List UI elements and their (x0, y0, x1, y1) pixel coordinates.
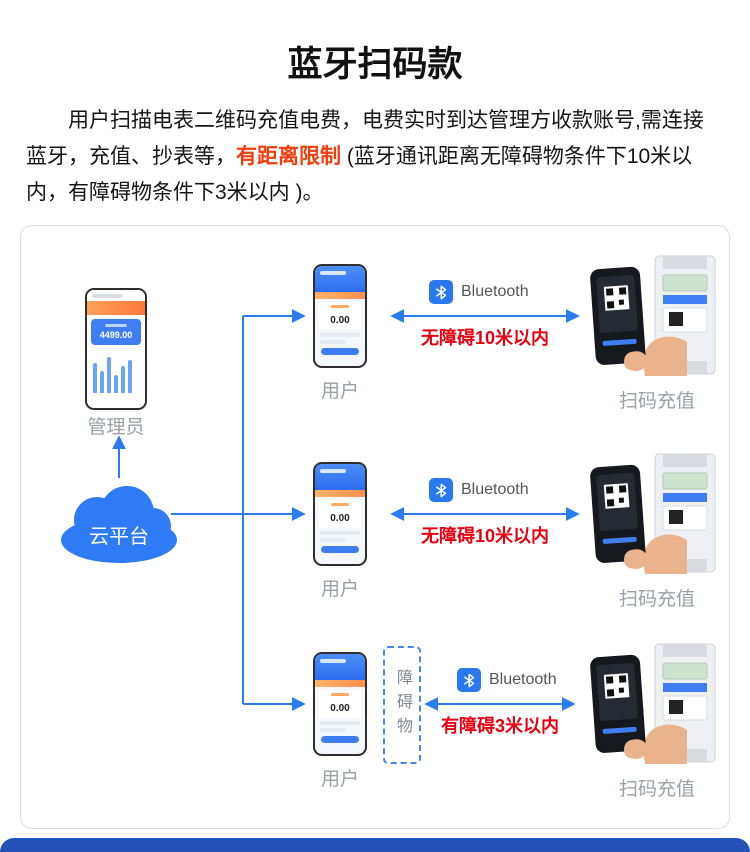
bluetooth-badge: Bluetooth (429, 280, 529, 304)
diagram-panel: 4499.00 管理员 云平台 0.00 用户 (20, 225, 730, 829)
user-balance-card: 0.00 (318, 500, 362, 528)
obstacle-label: 障碍物 (394, 669, 411, 741)
distance-note: 无障碍10米以内 (420, 526, 550, 546)
admin-balance-card: 4499.00 (91, 319, 141, 345)
admin-phone-header (87, 290, 145, 301)
bluetooth-badge: Bluetooth (429, 478, 529, 502)
admin-bar-chart (87, 349, 145, 393)
recharge-button-shape (321, 736, 359, 743)
user-balance: 0.00 (330, 703, 350, 714)
bluetooth-label: Bluetooth (489, 671, 557, 688)
description-highlight: 有距离限制 (236, 145, 341, 169)
description-text-2: (蓝牙通讯距离无障碍物条件下10米以内，有障碍物条件下3米以内 )。 (26, 145, 693, 205)
meter-device-illustration (587, 254, 727, 382)
meter-device-illustration (587, 452, 727, 580)
device-label: 扫码充值 (618, 779, 695, 800)
user-phone-mockup: 0.00 (313, 264, 367, 368)
user-phone-banner (315, 490, 365, 497)
user-phone-header (315, 654, 365, 680)
description: 用户扫描电表二维码充值电费，电费实时到达管理方收款账号,需连接蓝牙，充值、抄表等… (26, 103, 724, 211)
cloud-label: 云平台 (89, 526, 149, 548)
user-phone-mockup: 0.00 (313, 462, 367, 566)
user-phone-banner (315, 292, 365, 299)
admin-phone-banner (87, 301, 145, 315)
bluetooth-badge: Bluetooth (457, 668, 557, 692)
bluetooth-icon (429, 478, 453, 502)
user-phone-banner (315, 680, 365, 687)
user-label: 用户 (320, 769, 359, 790)
recharge-button-shape (321, 348, 359, 355)
user-balance: 0.00 (330, 513, 350, 524)
next-section-edge (0, 838, 750, 852)
bluetooth-label: Bluetooth (461, 481, 529, 498)
bluetooth-icon (457, 668, 481, 692)
cloud-icon (61, 486, 177, 563)
connector-lines (112, 309, 580, 711)
user-balance: 0.00 (330, 315, 350, 326)
admin-label: 管理员 (87, 417, 145, 438)
distance-note: 无障碍10米以内 (420, 328, 550, 348)
admin-phone-mockup: 4499.00 (85, 288, 147, 410)
recharge-button-shape (321, 546, 359, 553)
user-balance-card: 0.00 (318, 690, 362, 718)
user-phone-mockup: 0.00 (313, 652, 367, 756)
user-phone-header (315, 266, 365, 292)
user-balance-card: 0.00 (318, 302, 362, 330)
user-label: 用户 (320, 381, 359, 402)
cloud-platform: 云平台 (57, 484, 181, 564)
user-label: 用户 (320, 579, 359, 600)
user-phone-header (315, 464, 365, 490)
bluetooth-label: Bluetooth (461, 283, 529, 300)
device-label: 扫码充值 (618, 391, 695, 412)
admin-balance: 4499.00 (99, 330, 133, 340)
bluetooth-icon (429, 280, 453, 304)
obstacle-box: 障碍物 (383, 646, 421, 764)
distance-note: 有障碍3米以内 (440, 716, 559, 736)
meter-device-illustration (587, 642, 727, 770)
page-title: 蓝牙扫码款 (287, 45, 463, 84)
description-text-1: 用户扫描电表二维码充值电费，电费实时到达管理方收款账号,需连接蓝牙，充值、抄表等… (26, 109, 704, 169)
device-label: 扫码充值 (618, 589, 695, 610)
